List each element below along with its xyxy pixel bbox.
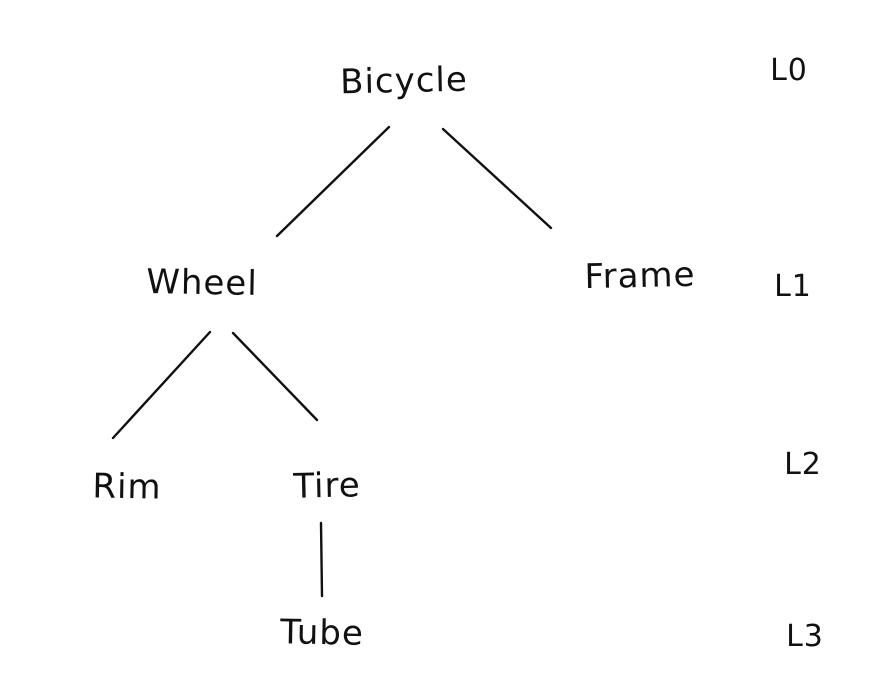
edge-wheel-tire: [231, 331, 319, 422]
node-bicycle: Bicycle: [339, 59, 469, 103]
level-label-l2: L2: [784, 447, 822, 482]
level-label-l0: L0: [770, 53, 808, 88]
node-frame: Frame: [584, 254, 696, 298]
level-label-l1: L1: [774, 269, 812, 304]
node-tire: Tire: [292, 465, 362, 507]
level-label-l3: L3: [786, 619, 824, 654]
edge-wheel-rim: [111, 330, 212, 440]
node-wheel: Wheel: [145, 262, 259, 304]
edge-bicycle-frame: [441, 127, 553, 230]
edge-tire-tube: [319, 521, 324, 598]
node-rim: Rim: [92, 466, 162, 508]
node-tube: Tube: [279, 612, 365, 654]
edge-bicycle-wheel: [275, 125, 391, 238]
